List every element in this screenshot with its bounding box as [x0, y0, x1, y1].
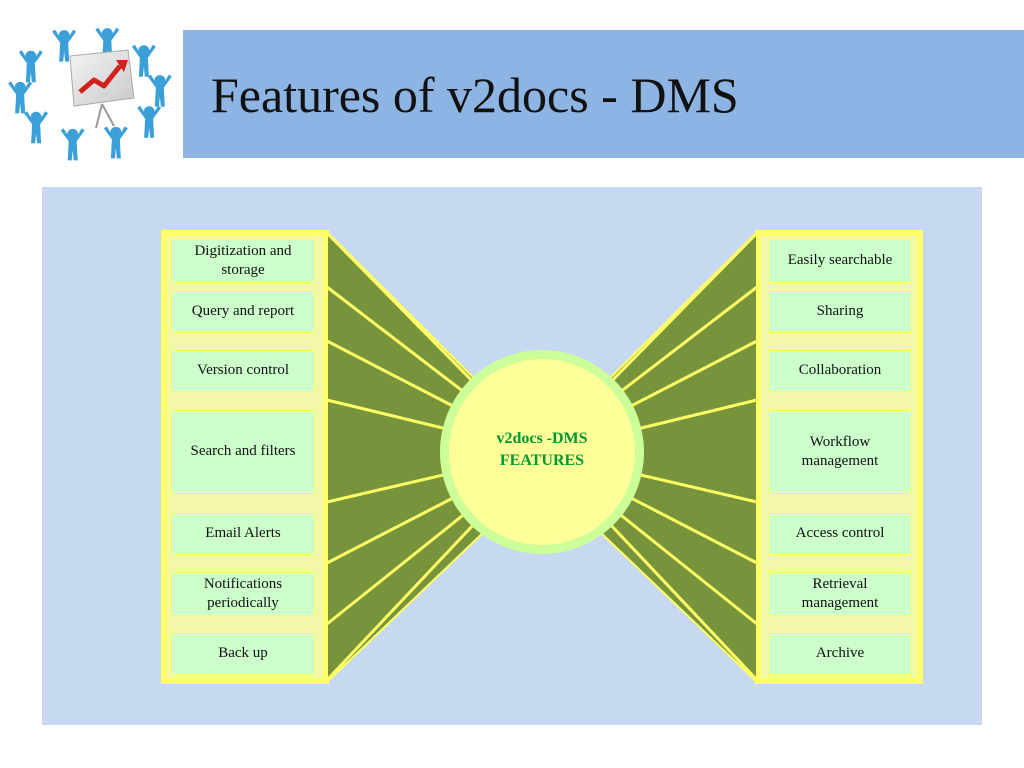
person-icon [95, 27, 120, 60]
right-feature-6: Archive [768, 633, 912, 675]
center-label-line1: v2docs -DMS [496, 430, 588, 447]
right-spoke-5 [630, 496, 758, 565]
left-spoke-2 [326, 339, 454, 408]
left-feature-6: Back up [171, 633, 315, 675]
left-feature-4: Email Alerts [171, 513, 315, 555]
person-icon [60, 128, 85, 161]
left-feature-0: Digitization and storage [171, 239, 315, 283]
right-spoke-3 [638, 398, 758, 430]
left-spoke-0 [325, 231, 474, 382]
right-spoke-0 [610, 231, 759, 382]
right-feature-4: Access control [768, 513, 912, 555]
right-feature-5: Retrieval management [768, 572, 912, 616]
right-feature-3: Workflow management [768, 410, 912, 494]
center-circle [449, 359, 635, 545]
person-icon [18, 50, 43, 83]
slide-title: Features of v2docs - DMS [211, 67, 739, 123]
right-spoke-1 [620, 285, 758, 393]
left-feature-3: Search and filters [171, 410, 315, 494]
person-icon [24, 111, 49, 144]
center-label: v2docs -DMS FEATURES [452, 428, 632, 473]
left-spoke-7 [325, 523, 475, 682]
left-spoke-4 [326, 473, 445, 504]
person-icon [147, 74, 172, 107]
person-icon [137, 105, 162, 138]
left-feature-2: Version control [171, 350, 315, 392]
left-spoke-1 [326, 285, 464, 393]
center-label-line2: FEATURES [499, 452, 585, 470]
people-circle-chart-icon [8, 27, 172, 161]
left-feature-1: Query and report [171, 291, 315, 333]
right-spoke-4 [639, 473, 758, 504]
right-spoke-7 [609, 523, 759, 682]
person-icon [52, 29, 77, 62]
title-bar: Features of v2docs - DMS [183, 30, 1024, 158]
right-spoke-6 [619, 513, 758, 626]
right-feature-1: Sharing [768, 291, 912, 333]
left-spoke-3 [326, 398, 446, 430]
left-spoke-6 [326, 513, 465, 626]
right-spoke-2 [630, 339, 758, 408]
right-feature-0: Easily searchable [768, 239, 912, 283]
right-feature-2: Collaboration [768, 350, 912, 392]
person-icon [103, 126, 128, 159]
person-icon [131, 44, 156, 77]
left-spoke-5 [326, 496, 454, 565]
left-feature-5: Notifications periodically [171, 572, 315, 616]
person-icon [8, 81, 33, 114]
